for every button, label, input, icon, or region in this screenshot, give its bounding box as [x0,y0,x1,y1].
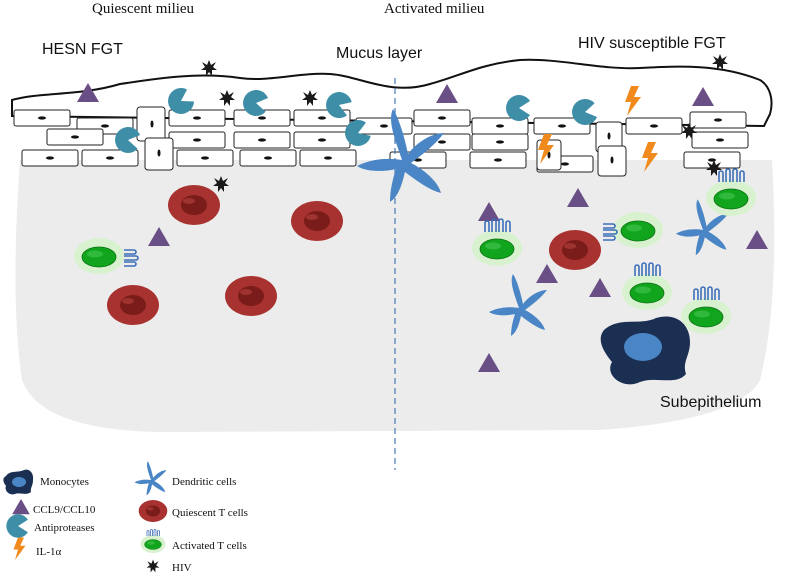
legend-hiv-label: HIV [172,562,192,574]
legend-ccl-icon [12,499,30,515]
legend-il-icon [13,537,26,560]
label-mucus-layer: Mucus layer [336,45,423,62]
legend-activated-icon [140,529,166,554]
legend-icons [3,461,168,573]
legend-dendritic-icon [134,461,167,496]
legend-monocyte-icon [3,469,34,495]
title-quiescent-milieu: Quiescent milieu [92,1,195,17]
legend-activated-label: Activated T cells [172,540,247,552]
monocyte [600,316,690,385]
legend-dendritic-label: Dendritic cells [172,476,237,488]
legend-hiv-icon [146,559,160,573]
legend-ccl-label: CCL9/CCL10 [33,504,96,516]
legend-quiescent-label: Quiescent T cells [172,507,248,519]
legend-antiproteases-label: Antiproteases [34,522,95,534]
legend-monocytes-label: Monocytes [40,476,89,488]
label-hesn-fgt: HESN FGT [42,41,123,58]
legend-antiprotease-icon [6,514,28,538]
mucus-layer-outline [11,58,773,128]
subepithelium-region [15,160,775,432]
legend-il-label: IL-1α [36,546,62,558]
label-subepithelium: Subepithelium [660,394,762,411]
legend-quiescent-icon [138,500,168,522]
title-activated-milieu: Activated milieu [384,1,485,17]
label-hiv-susceptible-fgt: HIV susceptible FGT [578,35,726,52]
